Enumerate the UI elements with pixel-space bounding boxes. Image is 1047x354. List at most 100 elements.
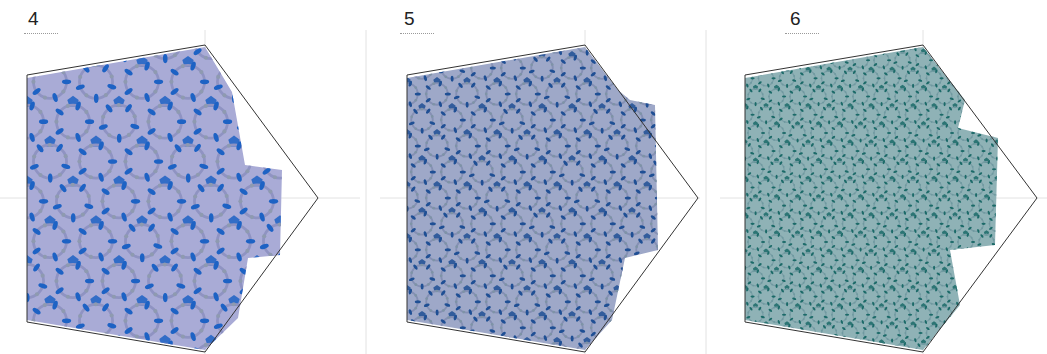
kite-tile [215,159,219,163]
kite-tile [444,99,447,102]
kite-tile [89,144,93,148]
kite-tile [417,4,420,7]
kite-tile [380,167,383,170]
kite-tile [31,80,35,84]
dart-tile [588,80,593,87]
ring-motif [366,135,388,157]
dart-tile [515,45,522,51]
kite-tile [384,151,387,154]
dart-tile [498,132,503,139]
kite-tile [222,349,226,353]
kite-tile [477,56,480,59]
dart-tile [393,54,398,61]
kite-tile [250,56,254,60]
dart-tile [16,319,25,324]
dart-tile [470,227,477,233]
kite-tile [54,279,58,283]
dart-tile [121,212,128,222]
kite-tile [199,329,203,333]
kite-tile [549,21,552,24]
kite-tile [534,190,537,193]
kite-tile [504,151,507,154]
dart-tile [680,227,687,233]
kite-tile [314,209,318,213]
dart-tile [455,56,461,63]
kite-tile [474,34,477,37]
dart-tile [683,108,689,115]
kite-tile [402,82,405,85]
kite-tile [440,63,443,66]
dart-tile [623,56,629,63]
kite-tile [173,53,177,57]
kite-tile [8,199,12,203]
dart-tile [305,163,315,170]
kite-tile [417,160,420,163]
dart-tile [470,111,477,117]
dart-tile [483,231,488,238]
dart-tile [453,127,458,134]
kite-tile [429,177,432,180]
dart-tile [648,28,653,35]
dart-tile [38,43,48,50]
dart-tile [259,243,269,250]
star-tile [0,215,10,226]
kite-tile [474,179,477,182]
kite-tile [176,129,180,133]
dart-tile [588,101,593,108]
kite-tile [199,229,203,233]
kite-tile [442,153,445,156]
kite-tile [380,223,383,226]
kite-tile [624,86,627,89]
kite-tile [657,108,660,111]
dart-tile [395,137,402,143]
dart-tile [605,97,612,103]
dart-tile [262,342,271,352]
dart-tile [365,137,372,143]
dart-tile [670,66,676,69]
kite-tile [117,103,121,107]
dart-tile [455,45,462,51]
dart-tile [52,13,59,23]
kite-tile [417,181,420,184]
ring-motif [426,83,448,105]
kite-tile [319,96,323,100]
kite-tile [15,89,19,93]
dart-tile [455,137,462,143]
kite-tile [491,11,494,14]
dart-tile [639,225,646,230]
kite-tile [567,77,570,80]
dart-tile [121,260,128,270]
kite-tile [248,74,252,78]
dart-tile [104,342,113,352]
kite-tile [89,255,93,259]
kite-tile [215,0,219,4]
dart-tile [29,101,36,111]
kite-tile [64,154,68,158]
ring-motif [651,5,673,27]
ring-motif [576,31,598,53]
kite-tile [61,70,65,74]
ring-motif [217,304,250,337]
ring-motif [486,31,508,53]
kite-tile [31,239,35,243]
kite-tile [153,309,157,313]
kite-tile [380,119,383,122]
kite-tile [395,193,398,196]
dart-tile [663,43,670,48]
ring-motif [516,31,538,53]
kite-tile [61,309,65,313]
dart-tile [618,205,623,212]
kite-tile [672,134,675,137]
dart-tile [588,121,595,126]
kite-tile [417,233,420,236]
kite-tile [567,129,570,132]
kite-tile [429,153,432,156]
dart-tile [282,44,292,51]
dart-tile [75,132,82,142]
dart-tile [588,132,593,139]
dart-tile [430,66,436,69]
dart-tile [55,267,65,276]
dart-tile [575,137,582,143]
kite-tile [401,167,404,170]
dart-tile [75,340,82,350]
